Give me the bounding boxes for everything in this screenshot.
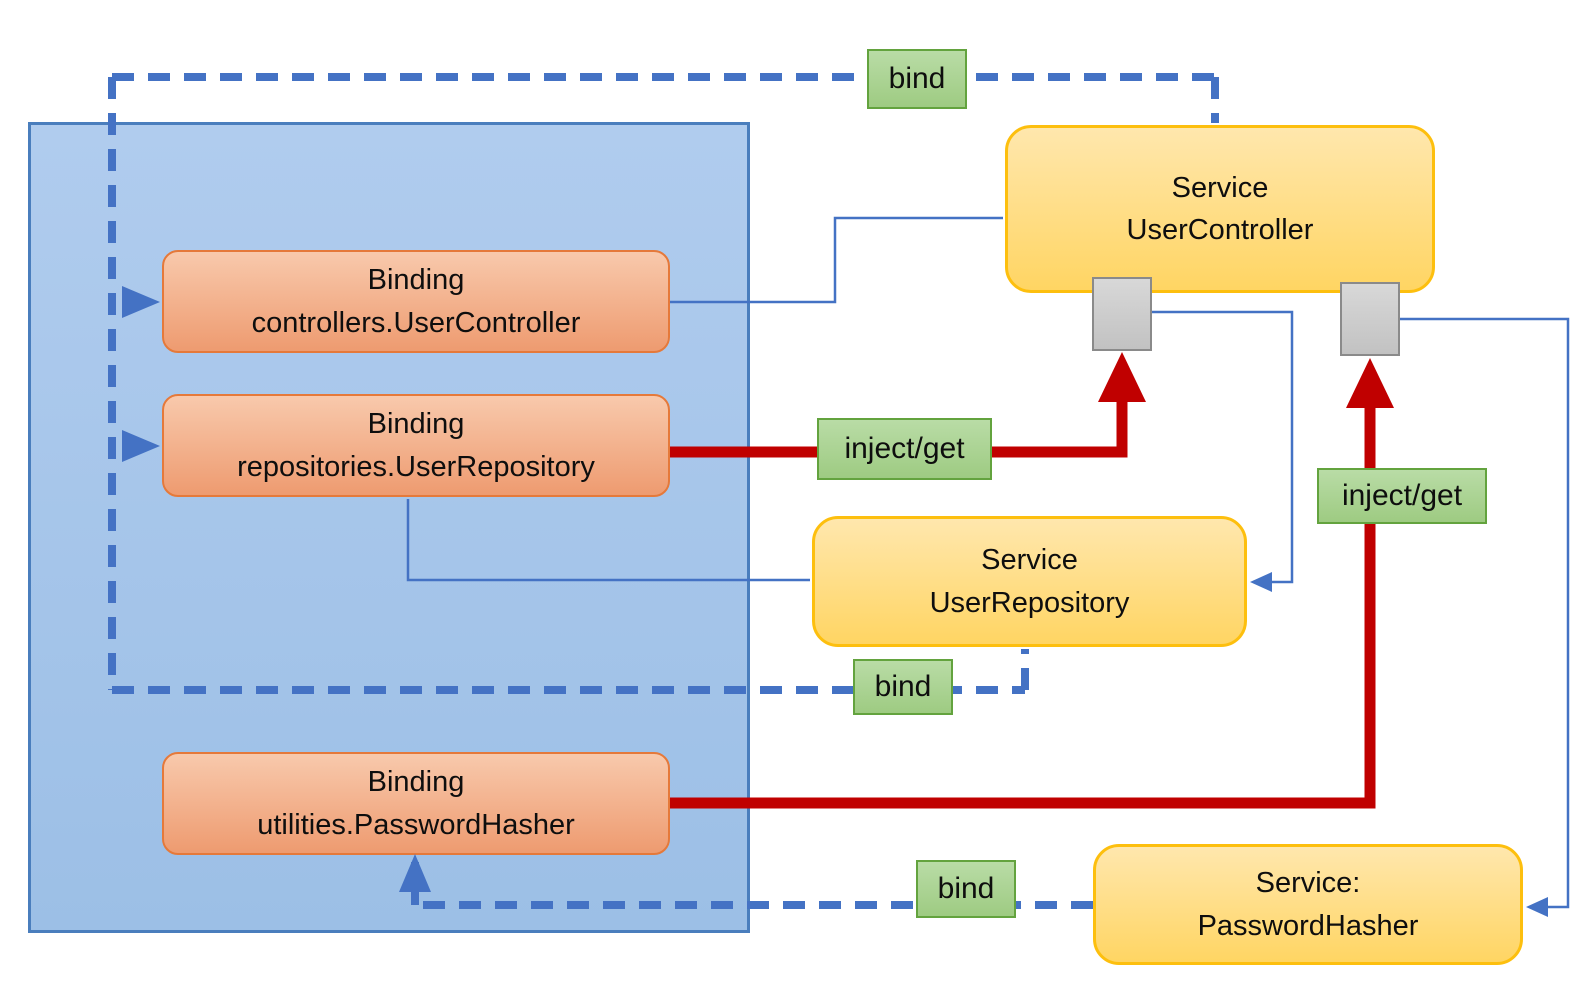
binding-controllers-usercontroller: Binding controllers.UserController <box>162 250 670 353</box>
arrow-into-servicerepository <box>1250 572 1272 592</box>
arrow-into-servicehasher <box>1526 897 1548 917</box>
binding-repositories-userrepository: Binding repositories.UserRepository <box>162 394 670 497</box>
binding-node-kind: Binding <box>367 264 465 297</box>
injection-slot-repository <box>1092 277 1152 351</box>
binding-node-key: repositories.UserRepository <box>237 450 595 483</box>
service-passwordhasher: Service: PasswordHasher <box>1093 844 1523 965</box>
binding-utilities-passwordhasher: Binding utilities.PasswordHasher <box>162 752 670 855</box>
injection-slot-hasher <box>1340 282 1400 356</box>
inject-get-label-left: inject/get <box>817 418 992 480</box>
service-node-key: PasswordHasher <box>1197 909 1419 942</box>
binding-node-key: controllers.UserController <box>251 306 581 339</box>
service-node-kind: Service <box>1171 171 1269 204</box>
inject-get-label-right: inject/get <box>1317 468 1487 524</box>
inject-get-label-text: inject/get <box>1341 479 1463 512</box>
binding-node-key: utilities.PasswordHasher <box>257 808 575 841</box>
service-node-key: UserController <box>1126 214 1314 246</box>
service-node-key: UserRepository <box>929 586 1130 619</box>
inject-arrowheads <box>1098 352 1394 408</box>
binding-node-kind: Binding <box>367 766 465 799</box>
binding-node-kind: Binding <box>367 408 465 441</box>
line-slot2-to-servicehasher <box>1400 317 1570 909</box>
bind-label-top: bind <box>867 49 967 109</box>
inject-arrow-into-slot1 <box>1098 352 1146 402</box>
bind-label-text: bind <box>874 670 932 703</box>
inject-get-label-text: inject/get <box>844 432 965 465</box>
service-node-kind: Service <box>981 544 1078 577</box>
service-usercontroller: Service UserController <box>1005 125 1435 293</box>
service-node-kind: Service: <box>1255 867 1361 900</box>
service-userrepository: Service UserRepository <box>812 516 1247 647</box>
bind-label-text: bind <box>937 872 995 905</box>
inject-arrow-into-slot2 <box>1346 358 1394 408</box>
bind-label-middle: bind <box>853 659 953 715</box>
bind-label-bottom: bind <box>916 860 1016 918</box>
bind-label-text: bind <box>888 62 946 95</box>
